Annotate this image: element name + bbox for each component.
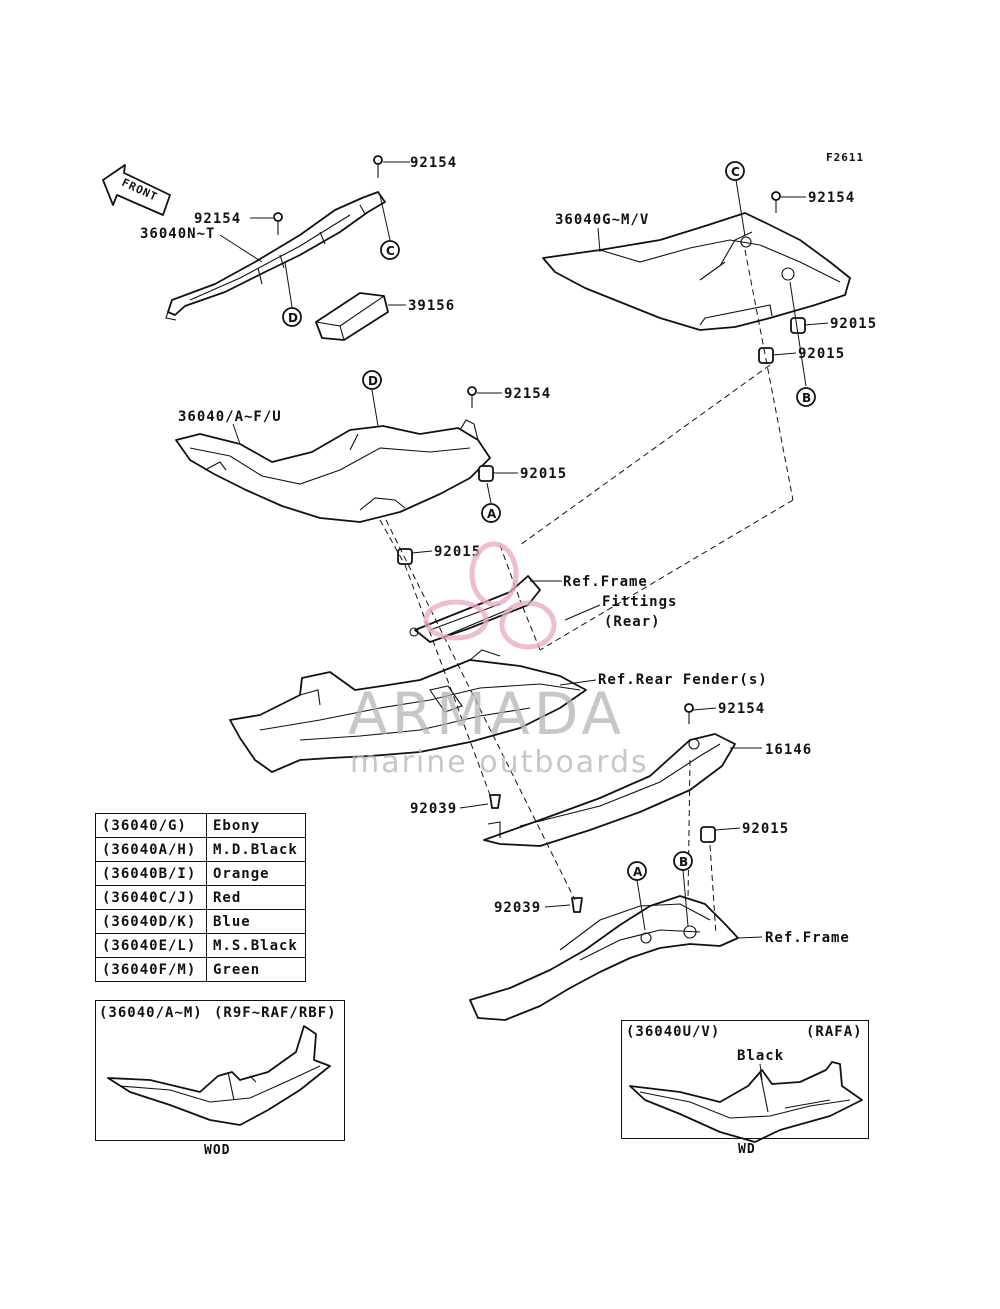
inset-right-part: (36040U/V)	[626, 1024, 721, 1040]
frame-bottom	[469, 895, 739, 1021]
inset-right-models: (RAFA)	[806, 1024, 863, 1040]
collar-92015	[700, 826, 716, 843]
ref-circle-b: B	[673, 851, 693, 871]
assembly-lines	[379, 249, 794, 936]
color-table-code: (36040D/K)	[95, 909, 207, 934]
callout-label: 92015	[434, 544, 481, 560]
part-36040n-t	[165, 191, 386, 321]
callout-label: 92015	[830, 316, 877, 332]
rear-fender	[229, 649, 587, 773]
watermark-brand: ARMADA	[348, 680, 625, 748]
collar-92015	[758, 347, 774, 364]
color-table-code: (36040E/L)	[95, 933, 207, 958]
svg-text:C: C	[731, 165, 740, 179]
ref-circle-a: A	[627, 861, 647, 881]
callout-label: 36040G~M/V	[555, 212, 649, 228]
callout-label: 92154	[410, 155, 457, 171]
callout-label: 92015	[742, 821, 789, 837]
color-table-row: (36040/G)Ebony	[95, 813, 306, 838]
color-table-name: Ebony	[206, 813, 306, 838]
inset-left-caption: WOD	[204, 1143, 231, 1158]
watermark-logo-icon	[423, 541, 557, 650]
ref-circle-c: C	[725, 161, 745, 181]
part-39156-pad	[315, 292, 389, 341]
bolt-92154	[684, 703, 694, 724]
callout-label: 92154	[194, 211, 241, 227]
color-table-name: M.D.Black	[206, 837, 306, 862]
part-36040-a-f-u	[175, 419, 491, 523]
part-36040g-m-v	[542, 212, 851, 331]
color-table-name: Blue	[206, 909, 306, 934]
color-table-name: M.S.Black	[206, 933, 306, 958]
svg-text:B: B	[802, 391, 811, 405]
inset-right-caption: WD	[738, 1142, 756, 1157]
color-table-name: Orange	[206, 861, 306, 886]
callout-label: 92015	[520, 466, 567, 482]
callout-label: 92154	[808, 190, 855, 206]
callout-label: 92039	[410, 801, 457, 817]
color-table-row: (36040F/M)Green	[95, 957, 306, 982]
color-table-code: (36040F/M)	[95, 957, 207, 982]
callout-label: Ref.Frame	[563, 574, 648, 590]
inset-right-cover	[629, 1061, 863, 1143]
leader-lines	[219, 161, 829, 939]
color-table-code: (36040A/H)	[95, 837, 207, 862]
inset-left-cover	[107, 1025, 331, 1126]
color-code-table: (36040/G)Ebony(36040A/H)M.D.Black(36040B…	[95, 813, 306, 982]
svg-text:C: C	[386, 244, 395, 258]
color-table-row: (36040C/J)Red	[95, 885, 306, 910]
color-table-name: Red	[206, 885, 306, 910]
bolt-92154	[273, 212, 283, 235]
bolt-92154	[467, 386, 477, 408]
callout-label: 39156	[408, 298, 455, 314]
callout-label: (Rear)	[604, 614, 661, 630]
bolt-92154	[373, 155, 383, 178]
watermark: ARMADA marine outboards	[348, 541, 649, 780]
callout-label: 92154	[504, 386, 551, 402]
svg-text:D: D	[288, 311, 298, 325]
color-table-name: Green	[206, 957, 306, 982]
callout-label: Ref.Frame	[765, 930, 850, 946]
svg-text:A: A	[633, 865, 643, 879]
color-table-row: (36040A/H)M.D.Black	[95, 837, 306, 862]
inset-left-models: (R9F~RAF/RBF)	[214, 1005, 337, 1021]
callout-labels: 92154 92154 36040N~T 39156 36040G~M/V 92…	[140, 155, 877, 946]
callout-label: 36040N~T	[140, 226, 215, 242]
clip-92039	[571, 897, 583, 913]
callout-label: 92039	[494, 900, 541, 916]
bolt-92154	[771, 191, 781, 213]
figure-code: F2611	[826, 151, 864, 164]
svg-text:A: A	[487, 507, 497, 521]
color-table-row: (36040D/K)Blue	[95, 909, 306, 934]
callout-label: 16146	[765, 742, 812, 758]
callout-label: 92154	[718, 701, 765, 717]
svg-text:B: B	[679, 855, 688, 869]
ref-circle-a: A	[481, 503, 501, 523]
inset-right-box	[621, 1020, 869, 1139]
collar-92015	[478, 465, 494, 482]
watermark-tagline: marine outboards	[350, 745, 649, 780]
color-table-row: (36040B/I)Orange	[95, 861, 306, 886]
ref-circle-d: D	[282, 307, 302, 327]
callout-label: Ref.Rear Fender(s)	[598, 672, 768, 688]
color-table-code: (36040C/J)	[95, 885, 207, 910]
ref-circle-c: C	[380, 240, 400, 260]
color-table-code: (36040/G)	[95, 813, 207, 838]
part-16146	[483, 733, 736, 847]
clip-92039	[489, 794, 501, 809]
inset-right-color: Black	[737, 1048, 785, 1064]
ref-circle-b: B	[796, 387, 816, 407]
callout-label: 36040/A~F/U	[178, 409, 282, 425]
callout-label: Fittings	[602, 594, 677, 610]
front-arrow: FRONT	[102, 164, 171, 216]
color-table-row: (36040E/L)M.S.Black	[95, 933, 306, 958]
callout-label: 92015	[798, 346, 845, 362]
svg-text:D: D	[368, 374, 378, 388]
color-table-code: (36040B/I)	[95, 861, 207, 886]
inset-left-part: (36040/A~M)	[99, 1005, 203, 1021]
ref-circle-d: D	[362, 370, 382, 390]
inset-left-box	[95, 1000, 345, 1141]
